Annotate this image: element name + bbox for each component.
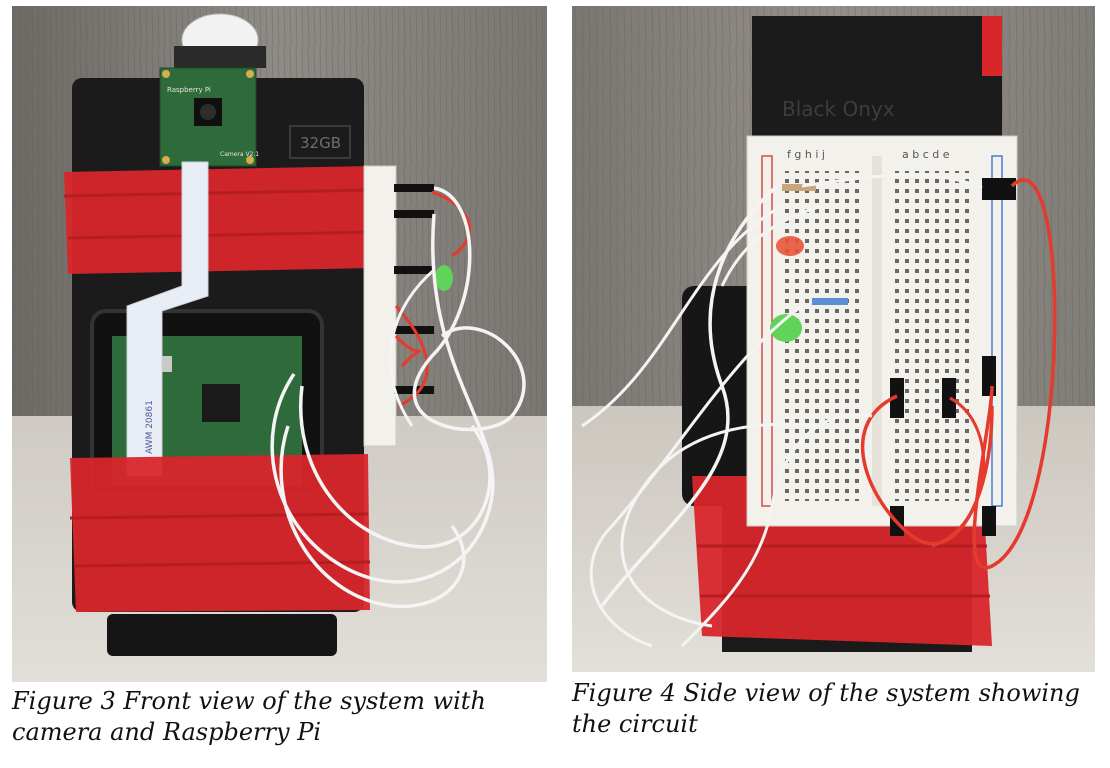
tape-edge	[63, 188, 373, 198]
case-top	[752, 16, 1002, 136]
white-wire	[620, 422, 823, 628]
red-tape-lower	[70, 454, 370, 612]
jumper-header	[942, 378, 956, 418]
mount-hole	[162, 70, 170, 78]
camera-board-version: Camera V2.1	[220, 151, 259, 158]
white-wire	[412, 186, 526, 432]
red-tape-upper	[64, 166, 374, 274]
figure-4: Black Onyx a b c d e f g h i j	[572, 0, 1095, 738]
white-wire	[388, 268, 435, 427]
side-breadboard	[363, 165, 397, 447]
front-view-photo: 32GB Raspberry Pi Camera V2.1	[12, 6, 547, 682]
green-led	[435, 265, 453, 291]
mount-hole	[246, 70, 254, 78]
tape-edge	[69, 512, 369, 520]
resistor	[782, 184, 816, 191]
case-base	[107, 614, 337, 656]
jumper-header	[982, 178, 1016, 200]
figure-4-caption: Figure 4 Side view of the system showing…	[572, 679, 1080, 738]
ribbon-cable-code: AWM 20861	[145, 400, 155, 454]
white-wire	[279, 425, 466, 609]
power-rail-blue	[991, 155, 1003, 507]
tape-corner	[982, 16, 1002, 76]
green-led	[770, 314, 802, 342]
white-wire	[680, 413, 873, 648]
breadboard-holes-right	[892, 171, 972, 501]
white-wire	[299, 385, 492, 549]
case-capacity-frame	[289, 125, 351, 159]
red-led	[776, 236, 804, 256]
front-view-illustration: 32GB Raspberry Pi Camera V2.1	[12, 6, 547, 682]
jumper-header	[394, 210, 434, 218]
center-channel	[872, 156, 882, 506]
tape-edge	[67, 230, 375, 240]
figure-3: 32GB Raspberry Pi Camera V2.1	[12, 0, 547, 746]
white-wire	[581, 204, 783, 428]
jumper-header	[394, 184, 434, 192]
red-wire	[972, 178, 1057, 570]
breadboard-letters-bottom: f g h i j	[787, 148, 825, 161]
pi-processor	[202, 384, 240, 422]
side-view-photo: Black Onyx a b c d e f g h i j	[572, 6, 1095, 672]
case-brand-label: Black Onyx	[782, 97, 895, 121]
jumper-header	[982, 506, 996, 536]
white-wire	[720, 204, 823, 287]
pir-sensor-board	[174, 46, 266, 68]
breadboard-letters-top: a b c d e	[902, 148, 950, 161]
red-wire	[394, 335, 422, 368]
jumper-header	[394, 266, 434, 274]
side-view-illustration: Black Onyx a b c d e f g h i j	[572, 6, 1095, 672]
jumper-header	[890, 378, 904, 418]
camera-board-brand: Raspberry Pi	[167, 86, 211, 94]
jumper-header	[982, 356, 996, 396]
tape-edge	[73, 560, 371, 568]
mount-hole	[246, 156, 254, 164]
resistor	[812, 298, 848, 305]
camera-lens-glass	[200, 104, 216, 120]
red-wire	[931, 396, 986, 548]
white-wire	[801, 173, 983, 190]
mount-hole	[162, 156, 170, 164]
figure-3-caption: Figure 3 Front view of the system with c…	[12, 687, 486, 746]
red-wire	[431, 190, 471, 258]
white-wire	[270, 213, 495, 584]
white-wire	[589, 304, 803, 648]
case-capacity-label: 32GB	[300, 134, 341, 152]
